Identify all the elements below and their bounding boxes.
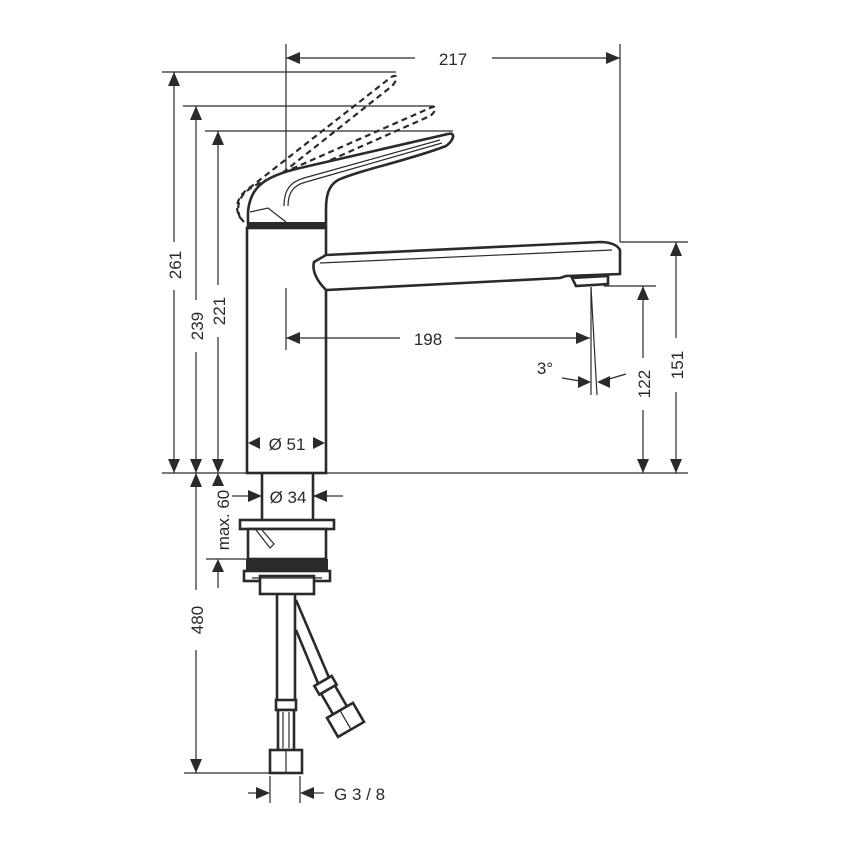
label-261: 261 — [166, 251, 185, 279]
dim-spray-angle: 3° — [537, 286, 627, 396]
spout — [312, 240, 622, 292]
dim-overall-reach: 217 — [285, 44, 621, 242]
dim-body-diameter: Ø 51 — [248, 435, 325, 454]
handle-dashed-positions — [235, 74, 437, 223]
label-3deg: 3° — [537, 359, 553, 378]
label-122: 122 — [635, 370, 654, 398]
handle — [246, 132, 455, 228]
label-d34: Ø 34 — [270, 488, 307, 507]
label-239: 239 — [188, 312, 207, 340]
handle-collar — [248, 222, 326, 228]
shank: Ø 34 — [232, 473, 343, 520]
label-198: 198 — [414, 330, 442, 349]
label-g38: G 3 / 8 — [334, 785, 385, 804]
label-d51: Ø 51 — [269, 435, 306, 454]
dim-thread: G 3 / 8 — [248, 776, 385, 804]
label-151: 151 — [668, 351, 687, 379]
dim-max-counter: max. 60 — [206, 473, 248, 588]
dim-spout-reach: 198 — [286, 330, 590, 349]
dim-heights-left: 261 239 221 — [162, 71, 453, 474]
dim-hose-length: 480 — [184, 473, 270, 774]
label-221: 221 — [210, 297, 229, 325]
hoses — [268, 594, 366, 775]
mounting-assembly — [238, 518, 336, 596]
dim-heights-right: 122 151 — [326, 241, 688, 474]
label-217: 217 — [439, 50, 467, 69]
label-max60: max. 60 — [214, 490, 233, 550]
label-480: 480 — [188, 606, 207, 634]
